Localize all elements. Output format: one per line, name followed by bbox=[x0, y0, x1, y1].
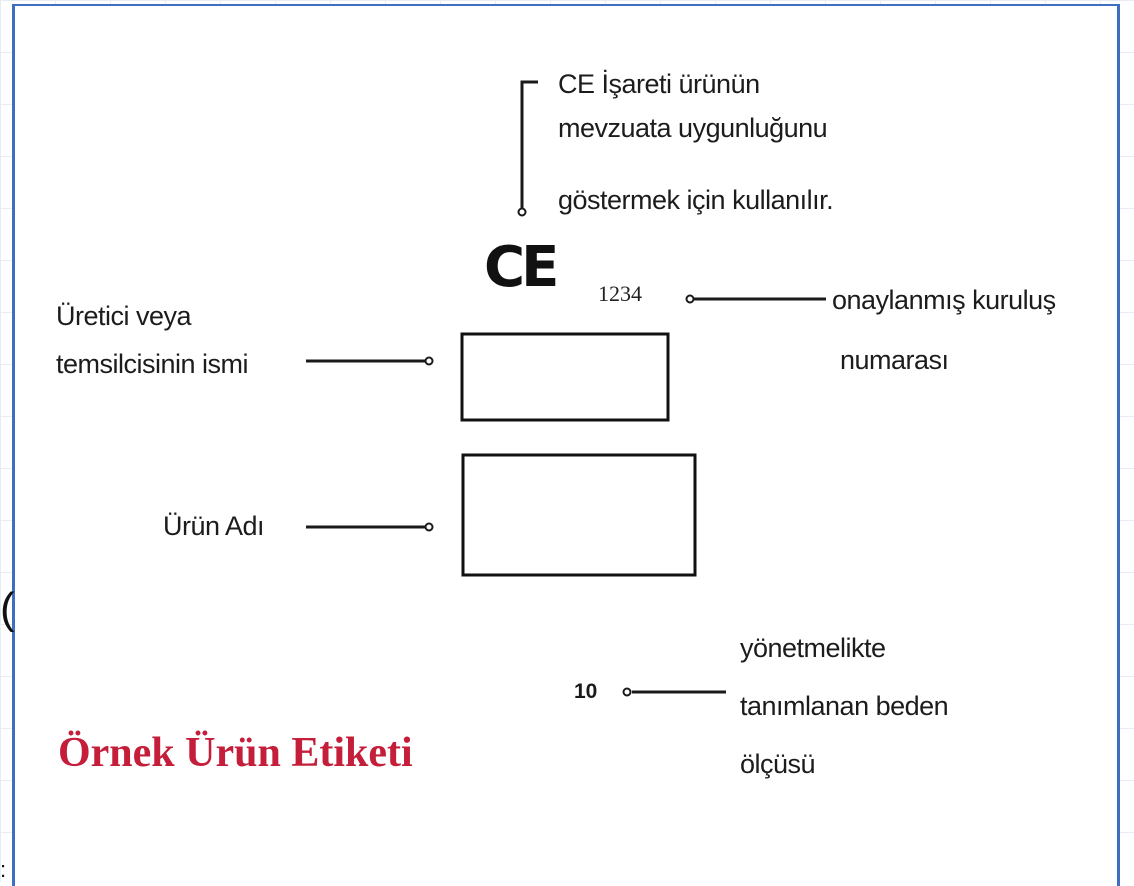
ce-note-line-1: CE İşareti ürünün bbox=[558, 69, 760, 99]
size-connector-dot bbox=[622, 687, 632, 697]
clipped-cell-text: ( bbox=[0, 584, 15, 633]
size-label-line-1: yönetmelikte bbox=[740, 633, 886, 663]
product-name-connector-dot bbox=[424, 522, 434, 532]
manufacturer-label-line-2: temsilcisinin ismi bbox=[56, 349, 249, 379]
ce-note-line-3: göstermek için kullanılır. bbox=[558, 185, 834, 215]
ce-mark: CE bbox=[484, 235, 559, 300]
notified-body-number: 1234 bbox=[598, 281, 642, 306]
notified-body-label-line-2: numarası bbox=[840, 345, 949, 375]
clipped-cell-text-bottom: : bbox=[0, 857, 7, 882]
product-name-box bbox=[461, 453, 697, 577]
size-value: 10 bbox=[574, 680, 598, 703]
product-name-label: Ürün Adı bbox=[163, 511, 265, 541]
notified-body-connector-dot bbox=[685, 294, 695, 304]
figure-selection-edge bbox=[12, 4, 1120, 6]
notified-body-label-line-1: onaylanmış kuruluş bbox=[832, 285, 1056, 315]
manufacturer-connector-dot bbox=[424, 356, 434, 366]
ce-note-line-2: mevzuata uygunluğunu bbox=[558, 113, 828, 143]
label-figure[interactable] bbox=[12, 6, 1120, 886]
size-label-line-2: tanımlanan beden bbox=[740, 691, 949, 721]
size-label-line-3: ölçüsü bbox=[740, 749, 816, 779]
ce-note-connector bbox=[520, 80, 538, 210]
sample-label-title: Örnek Ürün Etiketi bbox=[58, 730, 413, 776]
manufacturer-label-line-1: Üretici veya bbox=[56, 301, 192, 331]
ce-note-connector-dot bbox=[517, 207, 527, 217]
manufacturer-box bbox=[460, 332, 670, 422]
